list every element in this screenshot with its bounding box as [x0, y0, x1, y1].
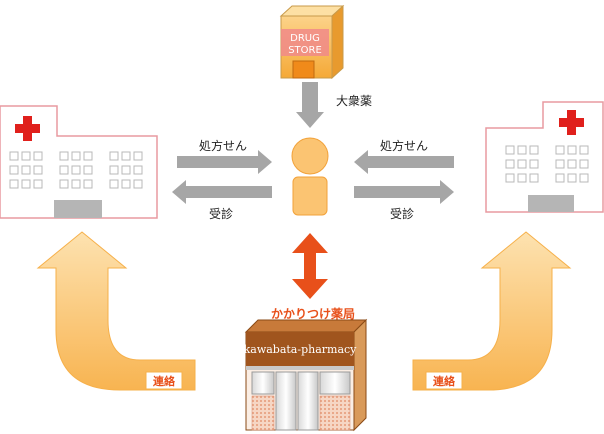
- hospital-window: [9, 165, 19, 175]
- hospital-right: [485, 101, 604, 213]
- hospital-right-cross-icon: [559, 110, 584, 135]
- hospital-window: [505, 145, 515, 155]
- contact-left-label: 連絡: [153, 374, 176, 388]
- hospital-window: [33, 165, 43, 175]
- hospital-window: [555, 173, 565, 183]
- hospital-window: [71, 151, 81, 161]
- hospital-window: [579, 159, 589, 169]
- hospital-left-entrance: [54, 200, 102, 218]
- pharmacy-sign-text: kawabata-pharmacy: [244, 343, 358, 356]
- hospital-left-windows: [9, 151, 143, 189]
- hospital-window: [21, 151, 31, 161]
- primary-pharmacy-title: かかりつけ薬局: [271, 306, 355, 321]
- prescription-right-arrow: [354, 150, 454, 174]
- hospital-window: [567, 159, 577, 169]
- hospital-window: [33, 179, 43, 189]
- hospital-right-windows: [505, 145, 589, 183]
- drugstore-building: DRUG STORE: [279, 4, 345, 80]
- visit-right-label: 受診: [390, 206, 414, 221]
- hospital-left-cross-icon: [15, 116, 40, 141]
- hospital-window: [133, 179, 143, 189]
- contact-right-label: 連絡: [433, 374, 456, 388]
- hospital-window: [121, 179, 131, 189]
- hospital-window: [555, 145, 565, 155]
- hospital-window: [109, 151, 119, 161]
- pharmacy-building: kawabata-pharmacy: [244, 318, 368, 432]
- hospital-window: [505, 159, 515, 169]
- hospital-window: [83, 165, 93, 175]
- hospital-window: [21, 179, 31, 189]
- hospital-window: [83, 151, 93, 161]
- hospital-window: [517, 145, 527, 155]
- hospital-window: [579, 173, 589, 183]
- hospital-window: [83, 179, 93, 189]
- contact-right-badge: [425, 371, 463, 390]
- hospital-window: [529, 145, 539, 155]
- hospital-window: [567, 145, 577, 155]
- patient-person-icon: [291, 137, 329, 216]
- drugstore-sign-line2: STORE: [288, 45, 322, 56]
- contact-right-curved-arrow: [412, 231, 572, 391]
- hospital-window: [505, 173, 515, 183]
- pharmacy-door: [275, 371, 297, 431]
- drugstore-sign: [281, 29, 329, 56]
- visit-left-arrow: [172, 180, 272, 204]
- hospital-window: [133, 165, 143, 175]
- prescription-right-label: 処方せん: [380, 138, 428, 153]
- hospital-window: [71, 179, 81, 189]
- hospital-window: [567, 173, 577, 183]
- hospital-left: [0, 105, 158, 219]
- pharmacy-link-double-arrow: [292, 233, 328, 299]
- hospital-window: [59, 165, 69, 175]
- hospital-right-entrance: [528, 195, 574, 212]
- hospital-window: [529, 173, 539, 183]
- hospital-window: [109, 179, 119, 189]
- drugstore-door: [292, 60, 315, 79]
- hospital-window: [109, 165, 119, 175]
- hospital-window: [9, 179, 19, 189]
- hospital-window: [59, 179, 69, 189]
- contact-left-curved-arrow: [36, 231, 196, 391]
- hospital-window: [133, 151, 143, 161]
- hospital-window: [517, 159, 527, 169]
- prescription-left-arrow: [177, 150, 272, 174]
- otc-arrow: [296, 82, 324, 128]
- hospital-window: [33, 151, 43, 161]
- hospital-window: [59, 151, 69, 161]
- drugstore-sign-line1: DRUG: [290, 33, 320, 44]
- hospital-window: [529, 159, 539, 169]
- otc-medicine-label: 大衆薬: [336, 94, 372, 108]
- hospital-window: [579, 145, 589, 155]
- hospital-window: [121, 165, 131, 175]
- visit-left-label: 受診: [209, 206, 233, 221]
- pharmacy-signboard: [246, 332, 354, 366]
- hospital-window: [71, 165, 81, 175]
- hospital-window: [121, 151, 131, 161]
- visit-right-arrow: [354, 180, 454, 204]
- pharmacy-storefront: [251, 371, 351, 431]
- hospital-window: [517, 173, 527, 183]
- contact-left-badge: [145, 371, 183, 390]
- hospital-window: [9, 151, 19, 161]
- hospital-window: [21, 165, 31, 175]
- prescription-left-label: 処方せん: [199, 138, 247, 153]
- hospital-window: [555, 159, 565, 169]
